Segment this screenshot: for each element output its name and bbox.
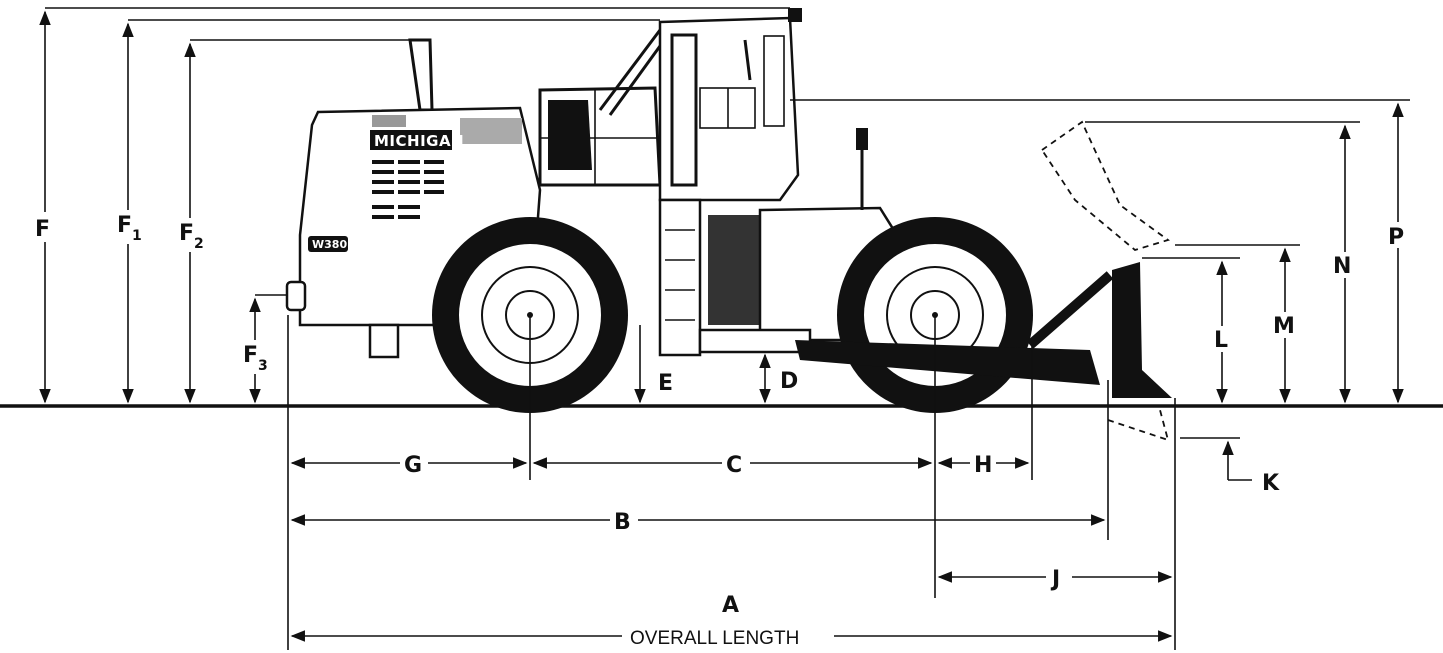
label-F3: F xyxy=(243,343,258,368)
label-M: M xyxy=(1273,314,1295,339)
cab xyxy=(658,16,800,202)
label-F2-sub: 2 xyxy=(194,236,204,252)
label-B: B xyxy=(614,510,631,535)
model-text: W380 xyxy=(312,238,347,251)
label-H: H xyxy=(974,453,992,478)
blade-lowered-outline xyxy=(1107,409,1170,442)
wheel-dozer-illustration: MICHIGAN W380 xyxy=(285,8,1172,442)
label-J: J xyxy=(1050,567,1060,592)
blade xyxy=(1112,262,1172,398)
push-arm xyxy=(795,340,1100,385)
label-C: C xyxy=(726,453,742,478)
label-F1-sub: 1 xyxy=(132,228,142,244)
label-E: E xyxy=(658,371,673,396)
label-N: N xyxy=(1333,254,1351,279)
label-L: L xyxy=(1214,328,1228,353)
label-F3-sub: 3 xyxy=(258,358,268,374)
label-P: P xyxy=(1388,225,1404,250)
brand-plate xyxy=(370,130,452,150)
label-F2: F xyxy=(179,221,194,246)
blade-raised-outline xyxy=(1040,120,1170,252)
label-F1: F xyxy=(117,213,132,238)
dimension-labels: F F 1 F 2 F 3 E D G C H B J A OVERALL LE… xyxy=(30,210,1413,650)
brand-text: MICHIGAN xyxy=(374,132,464,150)
model-plate xyxy=(308,236,348,252)
label-G: G xyxy=(404,453,422,478)
label-K: K xyxy=(1262,471,1280,496)
label-overall-length: OVERALL LENGTH xyxy=(630,628,799,649)
label-F: F xyxy=(35,217,50,242)
label-A: A xyxy=(722,593,739,618)
label-D: D xyxy=(780,369,798,394)
